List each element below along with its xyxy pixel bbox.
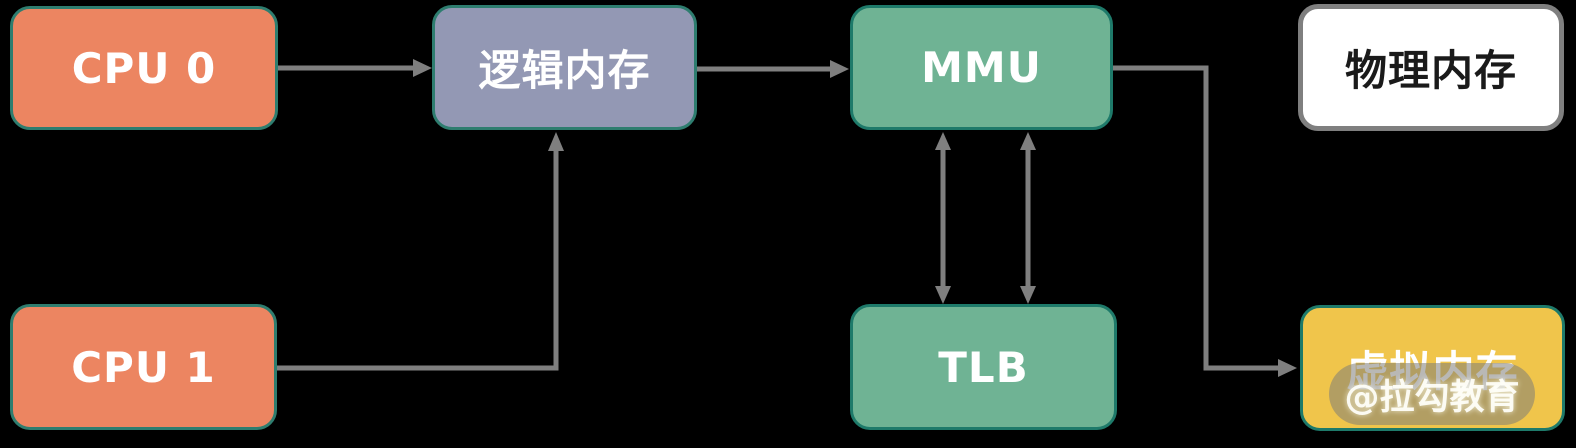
arrowhead-into-mmu-left xyxy=(830,60,849,78)
node-mmu-label: MMU xyxy=(921,43,1042,92)
edge-cpu1-to-logical-memory xyxy=(277,150,559,371)
node-physical-memory-label: 物理内存 xyxy=(1344,46,1517,95)
node-tlb-label: TLB xyxy=(938,342,1029,392)
node-logical-memory: 逻辑内存 xyxy=(432,5,697,130)
node-cpu0-label: CPU 0 xyxy=(71,43,217,93)
edge-mmu-to-virtual-memory xyxy=(1113,65,1281,371)
arrowhead-into-logical-memory-bottom xyxy=(548,132,564,151)
node-cpu1-label: CPU 1 xyxy=(71,342,216,392)
node-cpu0: CPU 0 xyxy=(10,6,278,130)
node-physical-memory: 物理内存 xyxy=(1298,4,1564,131)
watermark-text: @拉勾教育 xyxy=(1344,377,1520,418)
arrowhead-mmu-tlb-right-up xyxy=(1020,132,1036,150)
node-mmu: MMU xyxy=(850,5,1113,130)
node-logical-memory-label: 逻辑内存 xyxy=(478,46,651,95)
watermark-badge: @拉勾教育 xyxy=(1329,363,1535,425)
edge-lines xyxy=(277,65,1281,371)
arrowhead-mmu-tlb-left-up xyxy=(935,132,951,150)
arrowhead-into-logical-memory-left xyxy=(413,59,432,77)
arrowhead-mmu-tlb-right-down xyxy=(1020,286,1036,304)
arrowhead-mmu-tlb-left-down xyxy=(935,286,951,304)
node-cpu1: CPU 1 xyxy=(10,304,277,430)
arrowhead-into-virtual-memory-left xyxy=(1278,359,1297,377)
node-tlb: TLB xyxy=(850,304,1117,430)
